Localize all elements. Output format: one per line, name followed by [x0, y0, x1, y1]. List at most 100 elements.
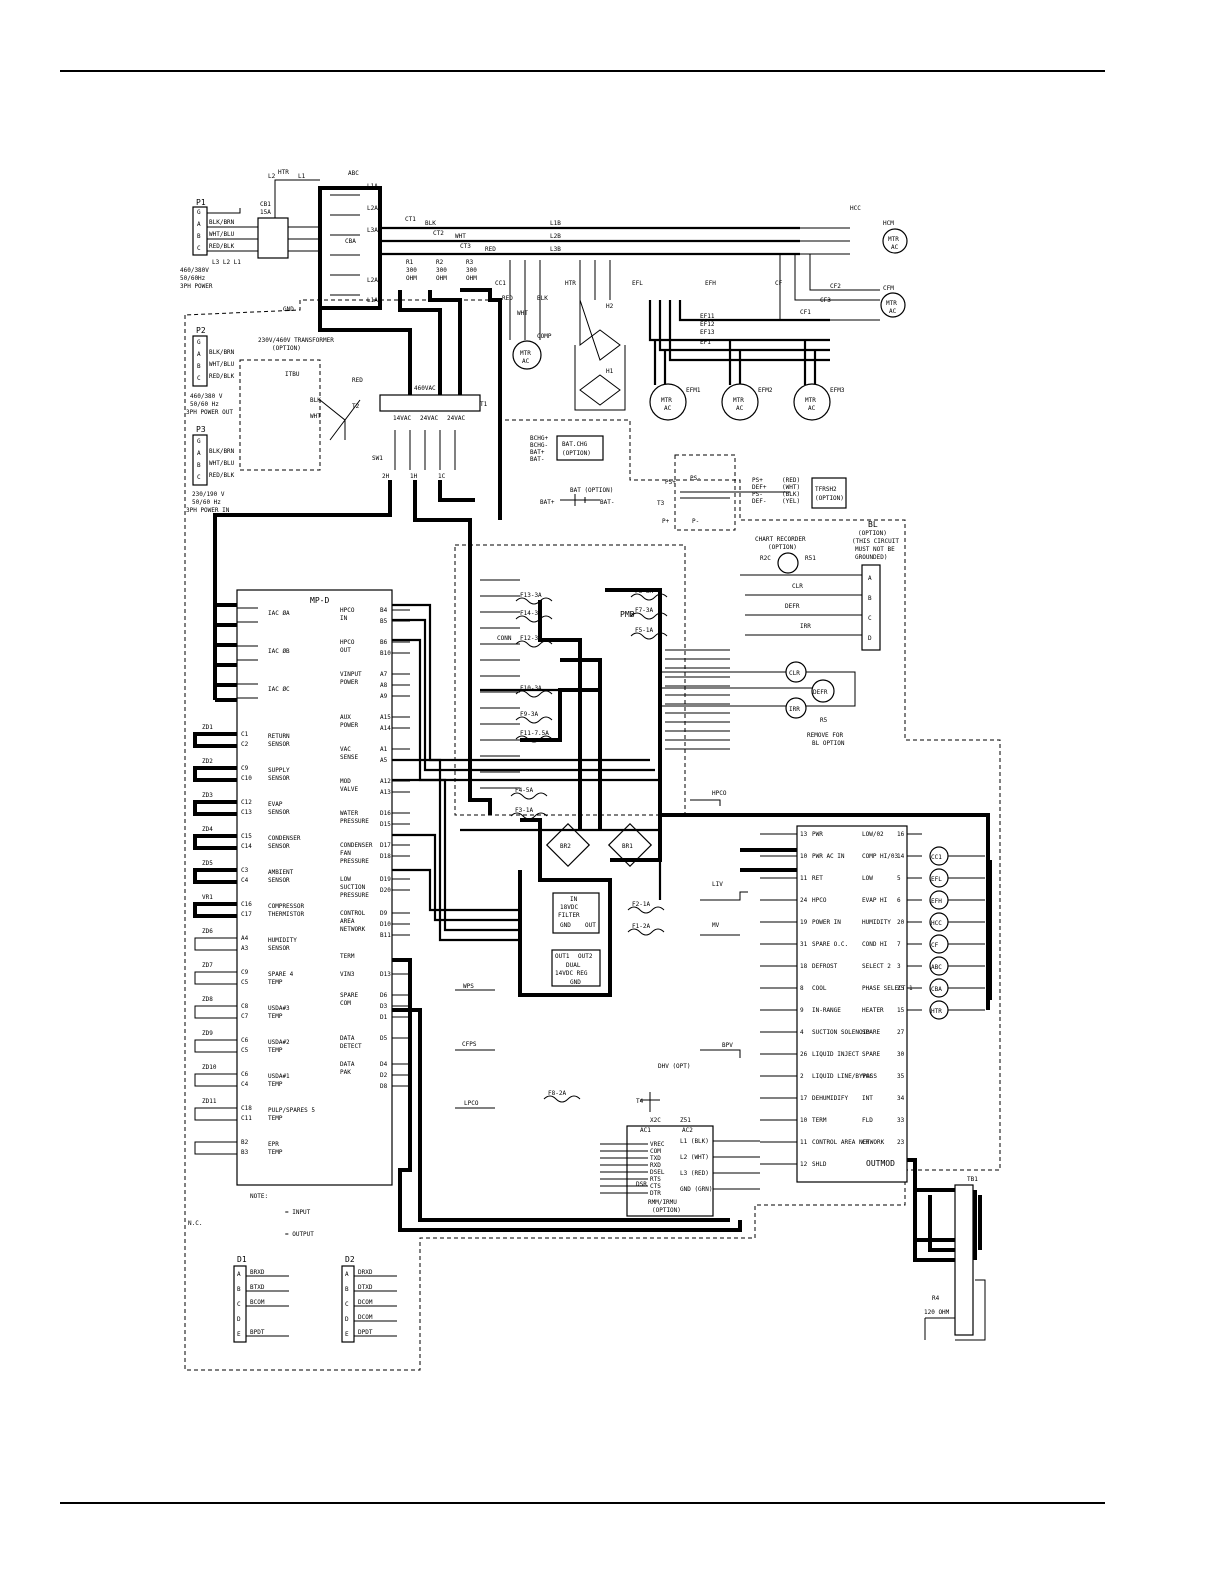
mpd-pin-d2: D2	[380, 1072, 388, 1079]
fuse-f10-3a: F10-3A	[520, 685, 542, 692]
bus-wht-label: WHT	[455, 233, 466, 240]
sensor-pin-c4: C4	[241, 1081, 249, 1088]
fuse-f12-3a: F12-3A	[520, 635, 542, 642]
br1-bridge	[607, 822, 653, 868]
sensor-loop	[193, 732, 237, 748]
efm2-symbol	[721, 383, 759, 421]
d1-pins-pin-d: D	[237, 1316, 241, 1323]
hcc-contact-label: HCC	[850, 205, 861, 212]
fuse-symbol	[515, 716, 553, 724]
d1-pins-wire-bcom: BCOM	[250, 1299, 265, 1306]
rmm-line-l3-red: L3 (RED)	[680, 1170, 709, 1177]
mpd-terminal-vac-sense: SENSE	[340, 754, 358, 761]
mpd-pin-a14: A14	[380, 725, 391, 732]
tfrsh2-box	[811, 477, 847, 509]
mpd-terminal-condenser-fan-pressure: CONDENSER	[340, 842, 373, 849]
mpd-terminal-hpco-in: IN	[340, 615, 348, 622]
contactor-frame	[318, 186, 382, 310]
outmod-pin-16: 16	[897, 831, 905, 838]
outmod-pin-6: 6	[897, 897, 901, 904]
sensor-zd9-label: ZD9	[202, 1030, 213, 1037]
mpd-terminal-water-pressure: WATER	[340, 810, 358, 817]
outmod-pin-11: 11	[800, 1139, 808, 1146]
svg-text:A: A	[868, 575, 872, 582]
sensor-zd7-label: ZD7	[202, 962, 213, 969]
mpd-terminal-term: TERM	[340, 953, 355, 960]
svg-text:PS-: PS-	[690, 475, 701, 482]
irr-contact-label: IRR	[800, 623, 811, 630]
d1-pins-pin-c: C	[237, 1301, 241, 1308]
mpd-terminal-control-area-network: NETWORK	[340, 926, 366, 933]
sensor-zd5-label: ZD5	[202, 860, 213, 867]
cb1-l2-label: L2	[268, 173, 276, 180]
comp-motor-symbol	[512, 340, 542, 370]
sensor-pin-a4: A4	[241, 935, 249, 942]
cb1-body	[257, 217, 289, 259]
svg-text:BLK/BRN: BLK/BRN	[209, 349, 235, 356]
svg-text:Z51: Z51	[680, 1117, 691, 1124]
mpd-pin-a12: A12	[380, 778, 391, 785]
sensor-supply-sensor: SUPPLY	[268, 767, 290, 774]
svg-text:BLK: BLK	[310, 397, 321, 404]
outmod-pin-2: 2	[800, 1073, 804, 1080]
svg-text:300: 300	[466, 267, 477, 274]
svg-text:AC: AC	[522, 358, 530, 365]
cfps-label: CFPS	[462, 1041, 477, 1048]
outmod-terminal-int: INT	[862, 1095, 873, 1102]
sensor-usda-2-temp: USDA#2	[268, 1039, 290, 1046]
svg-text:2H: 2H	[382, 473, 390, 480]
d1-pins-pin-b: B	[237, 1286, 241, 1293]
liv-label: LIV	[712, 881, 723, 888]
sensor-evap-sensor: EVAP	[268, 801, 283, 808]
p1-rating-voltage: 460/380V	[180, 267, 209, 274]
l1a-label-lower: L1A	[367, 297, 378, 304]
svg-text:AC: AC	[736, 405, 744, 412]
mpd-terminal-hpco-out: OUT	[340, 647, 351, 654]
outmod-pin-26: 26	[800, 1051, 808, 1058]
d2-connector	[341, 1265, 355, 1343]
mpd-pin-a8: A8	[380, 682, 388, 689]
svg-text:BLK: BLK	[537, 295, 548, 302]
mpd-pin-d16: D16	[380, 810, 391, 817]
mpd-terminal-low-suction-pressure: SUCTION	[340, 884, 366, 891]
ct3-label: CT3	[460, 243, 471, 250]
svg-text:C: C	[197, 375, 201, 382]
rmm-box	[626, 1125, 714, 1217]
sensor-pin-b2: B2	[241, 1139, 249, 1146]
sensor-loop	[194, 1107, 237, 1121]
bus-blk-label: BLK	[425, 220, 436, 227]
svg-text:RED/BLK: RED/BLK	[209, 373, 235, 380]
sensor-loop	[194, 1039, 237, 1053]
svg-text:AC2: AC2	[682, 1127, 693, 1134]
svg-text:OHM: OHM	[436, 275, 447, 282]
bat-chg-box	[556, 435, 604, 461]
sensor-usda-3-temp: USDA#3	[268, 1005, 290, 1012]
coil-abc-label: ABC	[931, 964, 942, 971]
svg-text:EFM1: EFM1	[686, 387, 701, 394]
d2-pins-pin-a: A	[345, 1271, 349, 1278]
sensor-loop	[194, 937, 237, 951]
outmod-pin-14: 14	[897, 853, 905, 860]
mpd-group-iac-a: IAC ØA	[268, 610, 290, 617]
outmod-terminal-humidity: HUMIDITY	[862, 919, 891, 926]
outmod-terminal-spare: SPARE	[862, 1051, 880, 1058]
svg-text:BAT+: BAT+	[530, 449, 545, 456]
efm3-symbol	[793, 383, 831, 421]
mpd-right-terminals: HPCOINB4B5HPCOOUTB6B10VINPUTPOWERA7A8A9A…	[340, 607, 410, 1090]
svg-text:1C: 1C	[438, 473, 446, 480]
svg-text:RED/BLK: RED/BLK	[209, 472, 235, 479]
outmod-terminal-in-range: IN-RANGE	[812, 1007, 841, 1014]
sensor-zd2-label: ZD2	[202, 758, 213, 765]
mpd-terminal-control-area-network: CONTROL	[340, 910, 366, 917]
pmb-title: PMB	[620, 610, 635, 619]
d2-pins-pin-c: C	[345, 1301, 349, 1308]
svg-text:P+: P+	[662, 518, 670, 525]
p1-wire-wht: WHT/BLU	[209, 231, 235, 238]
sensor-pin-c15: C15	[241, 833, 252, 840]
sensor-pin-c9: C9	[241, 969, 249, 976]
outmod-pin-34: 34	[897, 1095, 905, 1102]
svg-text:BAT-: BAT-	[530, 456, 544, 463]
rmm-pin-txd: TXD	[650, 1155, 661, 1162]
mpd-pin-d4: D4	[380, 1061, 388, 1068]
